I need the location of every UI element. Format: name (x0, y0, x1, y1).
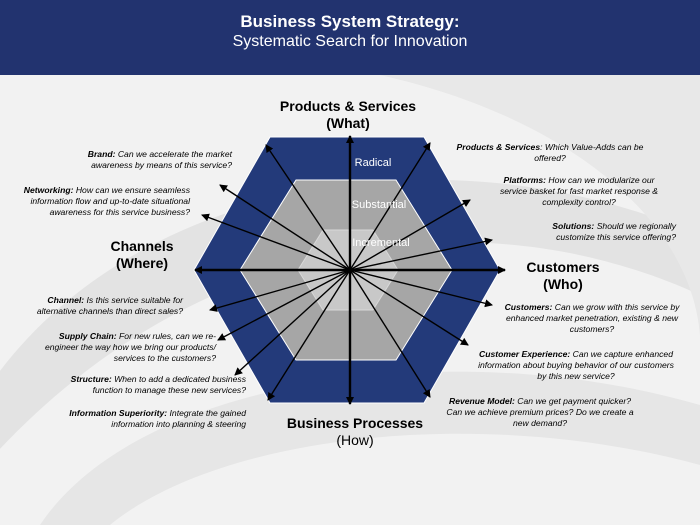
note-solutions: Solutions: Should we regionally customiz… (552, 221, 676, 242)
note-brand: Brand: Can we accelerate the market awar… (87, 149, 232, 170)
note-customers: Customers: Can we grow with this service… (504, 302, 680, 334)
axis-label-top: Products & Services (What) (279, 98, 417, 131)
axis-label-left: Channels (Where) (110, 238, 174, 271)
ring-label-substantial: Substantial (352, 199, 406, 211)
note-structure: Structure: When to add a dedicated busin… (70, 374, 246, 395)
note-revenue-model: Revenue Model: Can we get payment quicke… (446, 396, 634, 428)
note-information-superiority: Information Superiority: Integrate the g… (69, 408, 246, 429)
slide-subtitle: Systematic Search for Innovation (232, 33, 468, 50)
note-channel: Channel: Is this service suitable for al… (36, 295, 183, 316)
axis-label-bottom: Business Processes (How) (286, 415, 424, 448)
title-banner: Business System Strategy: Systematic Sea… (0, 0, 700, 75)
axis-label-right: Customers (Who) (526, 259, 600, 292)
note-customer-experience: Customer Experience: Can we capture enha… (478, 349, 674, 381)
ring-label-radical: Radical (355, 157, 392, 169)
note-supply-chain: Supply Chain: For new rules, can we re-e… (44, 331, 216, 363)
note-products-services: Products & Services: Which Value-Adds ca… (456, 142, 644, 163)
ring-label-incremental: Incremental (352, 237, 409, 249)
slide-title: Business System Strategy: (240, 12, 460, 31)
note-networking: Networking: How can we ensure seamless i… (23, 185, 190, 217)
spokes (194, 135, 506, 405)
note-platforms: Platforms: How can we modularize our ser… (499, 175, 659, 207)
